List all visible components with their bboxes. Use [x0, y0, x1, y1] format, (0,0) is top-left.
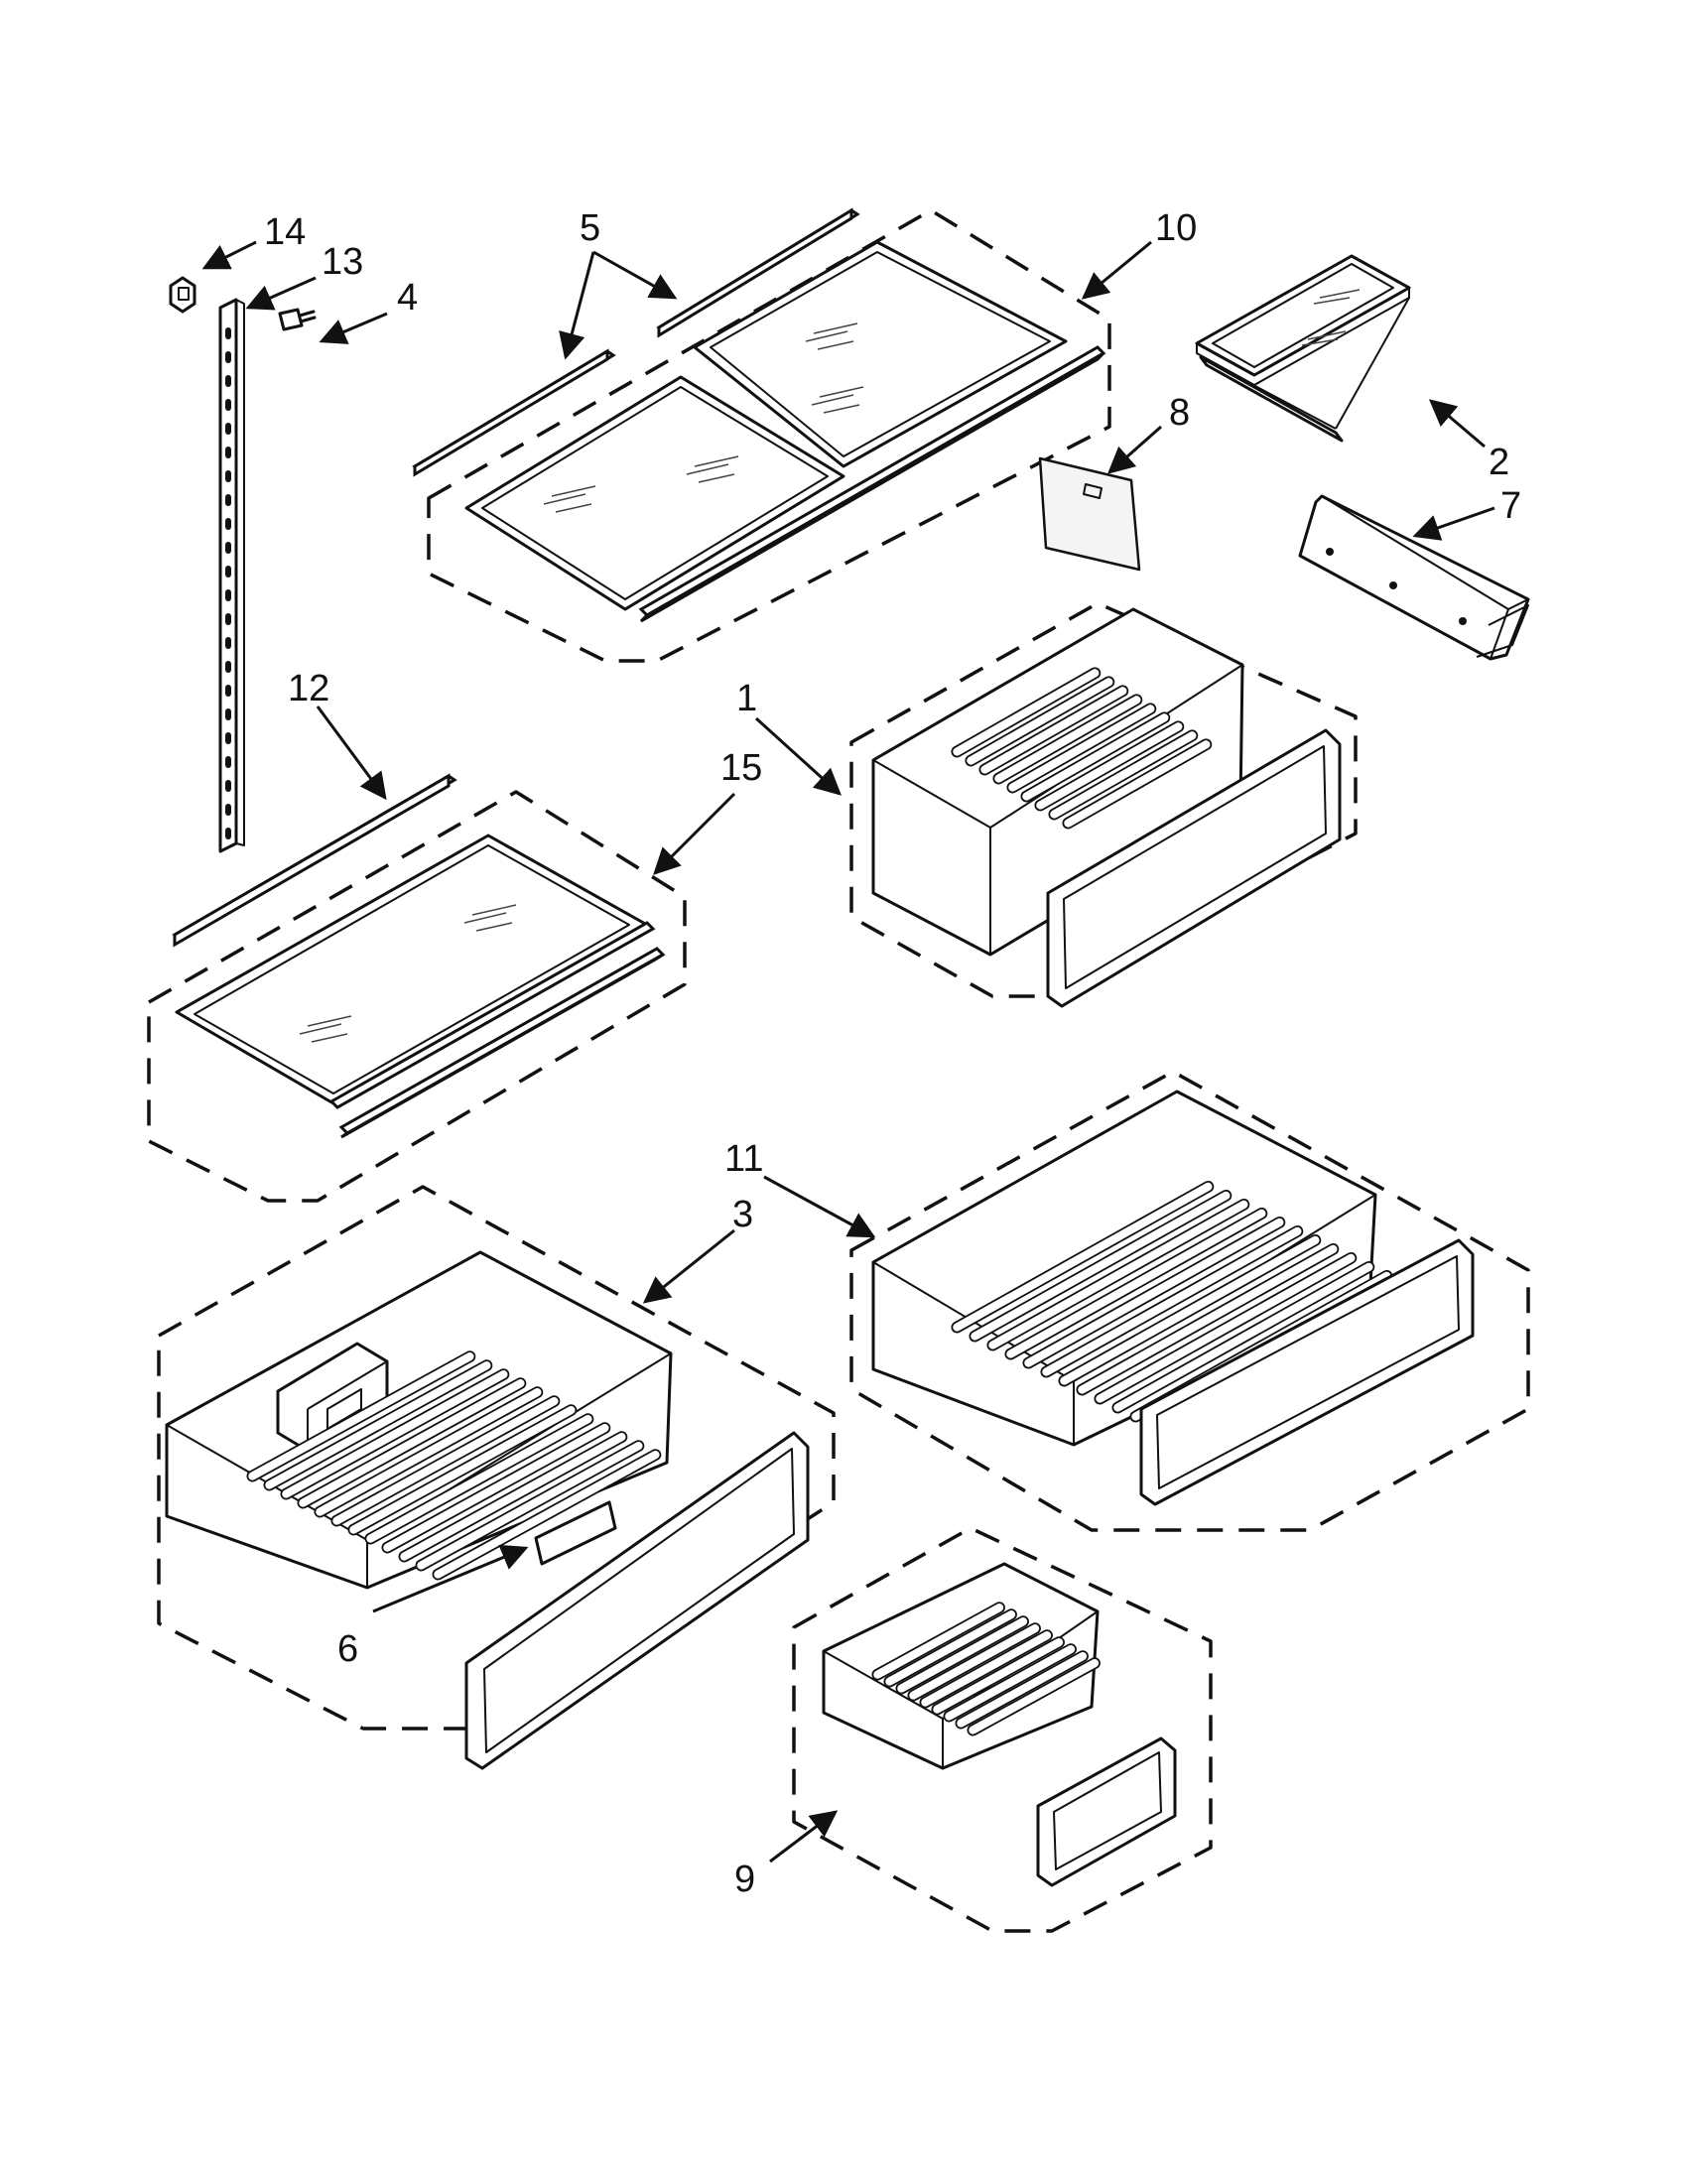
drawer-rib	[965, 676, 1115, 767]
drawer-rib	[931, 1636, 1065, 1716]
rail-slot	[225, 661, 231, 673]
drawer-rib	[1076, 1242, 1340, 1396]
rail-slot	[225, 494, 231, 506]
drawer-rib	[263, 1359, 493, 1491]
rail-slot	[225, 613, 231, 625]
drawer-rib	[280, 1368, 510, 1500]
drawer-rib	[951, 1180, 1215, 1334]
callout-10: 10	[1155, 207, 1197, 249]
callout-13: 13	[322, 241, 363, 283]
drawer-rib	[432, 1449, 662, 1581]
rail-slot	[225, 423, 231, 435]
drawer-rib	[1058, 1233, 1322, 1387]
drawer-rib	[978, 685, 1129, 776]
rail-slot	[225, 804, 231, 816]
rail-slot	[225, 732, 231, 744]
drawer-rib	[943, 1643, 1077, 1723]
part-13-vertical-rail	[218, 298, 245, 853]
callout-7: 7	[1500, 485, 1521, 527]
drawer-rib	[919, 1629, 1053, 1709]
callout-3: 3	[732, 1194, 753, 1235]
drawer-rib	[314, 1386, 544, 1518]
drawer-rib	[1111, 1260, 1375, 1414]
part-2-small-shelf	[1195, 254, 1411, 443]
part-9-small-drawer	[792, 1526, 1213, 1933]
callout-5: 5	[580, 207, 600, 249]
drawer-rib	[883, 1608, 1017, 1688]
drawer-rib	[1004, 1207, 1268, 1360]
rail-slot	[225, 637, 231, 649]
drawer-rib	[1094, 1251, 1358, 1405]
drawer-rib	[1020, 711, 1171, 803]
rail-slot	[225, 566, 231, 578]
rail-slot	[225, 756, 231, 768]
part-1-crisper-drawer	[849, 601, 1358, 1008]
rail-slot	[225, 327, 231, 339]
drawer-rib	[297, 1377, 527, 1509]
drawer-rib	[986, 1198, 1250, 1351]
rail-slot	[225, 708, 231, 720]
drawer-rib	[330, 1395, 561, 1527]
callout-4: 4	[397, 277, 418, 319]
drawer-rib	[951, 667, 1102, 758]
drawer-rib	[246, 1350, 476, 1482]
drawer-rib	[907, 1622, 1041, 1702]
drawer-rib	[415, 1440, 645, 1572]
part-7-bracket	[1298, 494, 1530, 661]
drawer-rib	[1022, 1216, 1286, 1369]
part-4-screw	[278, 308, 317, 331]
callout-8: 8	[1169, 392, 1190, 434]
callout-15: 15	[720, 747, 762, 789]
drawer-rib	[1034, 720, 1185, 812]
rail-slot	[225, 828, 231, 839]
part-6-control	[534, 1500, 617, 1566]
rail-slot	[225, 542, 231, 554]
part-15-glass-shelf-assembly	[147, 773, 687, 1203]
rail-slot	[225, 470, 231, 482]
callout-6: 6	[337, 1628, 358, 1670]
callout-14: 14	[264, 211, 306, 253]
drawer-rib	[1048, 729, 1199, 821]
callout-12: 12	[288, 668, 329, 709]
rail-slot	[225, 780, 231, 792]
callout-9: 9	[734, 1859, 755, 1900]
part-3-large-drawer	[157, 1185, 836, 1770]
rail-slot	[225, 685, 231, 697]
rail-slot	[225, 351, 231, 363]
drawer-rib	[895, 1615, 1029, 1695]
drawer-rib	[967, 1657, 1101, 1736]
drawer-rib	[969, 1189, 1233, 1343]
callout-1: 1	[736, 678, 757, 719]
callout-2: 2	[1489, 442, 1509, 483]
rail-slot	[225, 518, 231, 530]
part-14-clip	[169, 276, 196, 314]
drawer-rib	[871, 1602, 1005, 1681]
part-11-large-drawer	[849, 1070, 1530, 1532]
rail-slot	[225, 589, 231, 601]
rail-slot	[225, 447, 231, 458]
drawer-rib	[1006, 703, 1157, 794]
drawer-rib	[398, 1431, 628, 1563]
part-10-glass-shelf-assembly	[412, 207, 1111, 663]
drawer-rib	[1040, 1224, 1304, 1378]
drawer-rib	[364, 1413, 594, 1545]
drawer-rib	[381, 1422, 611, 1554]
callout-arrows	[201, 240, 1495, 1863]
drawer-rib	[955, 1650, 1089, 1730]
callout-11: 11	[724, 1138, 763, 1180]
callout-labels: 14 13 4 5 10 2 8 7 1 12 15 11 3 6 9	[264, 207, 1521, 1900]
drawer-rib	[347, 1404, 578, 1536]
rail-slot	[225, 399, 231, 411]
drawer-rib	[1062, 738, 1213, 830]
part-8-divider	[1038, 456, 1141, 572]
rail-slot	[225, 375, 231, 387]
drawer-rib	[992, 694, 1143, 785]
